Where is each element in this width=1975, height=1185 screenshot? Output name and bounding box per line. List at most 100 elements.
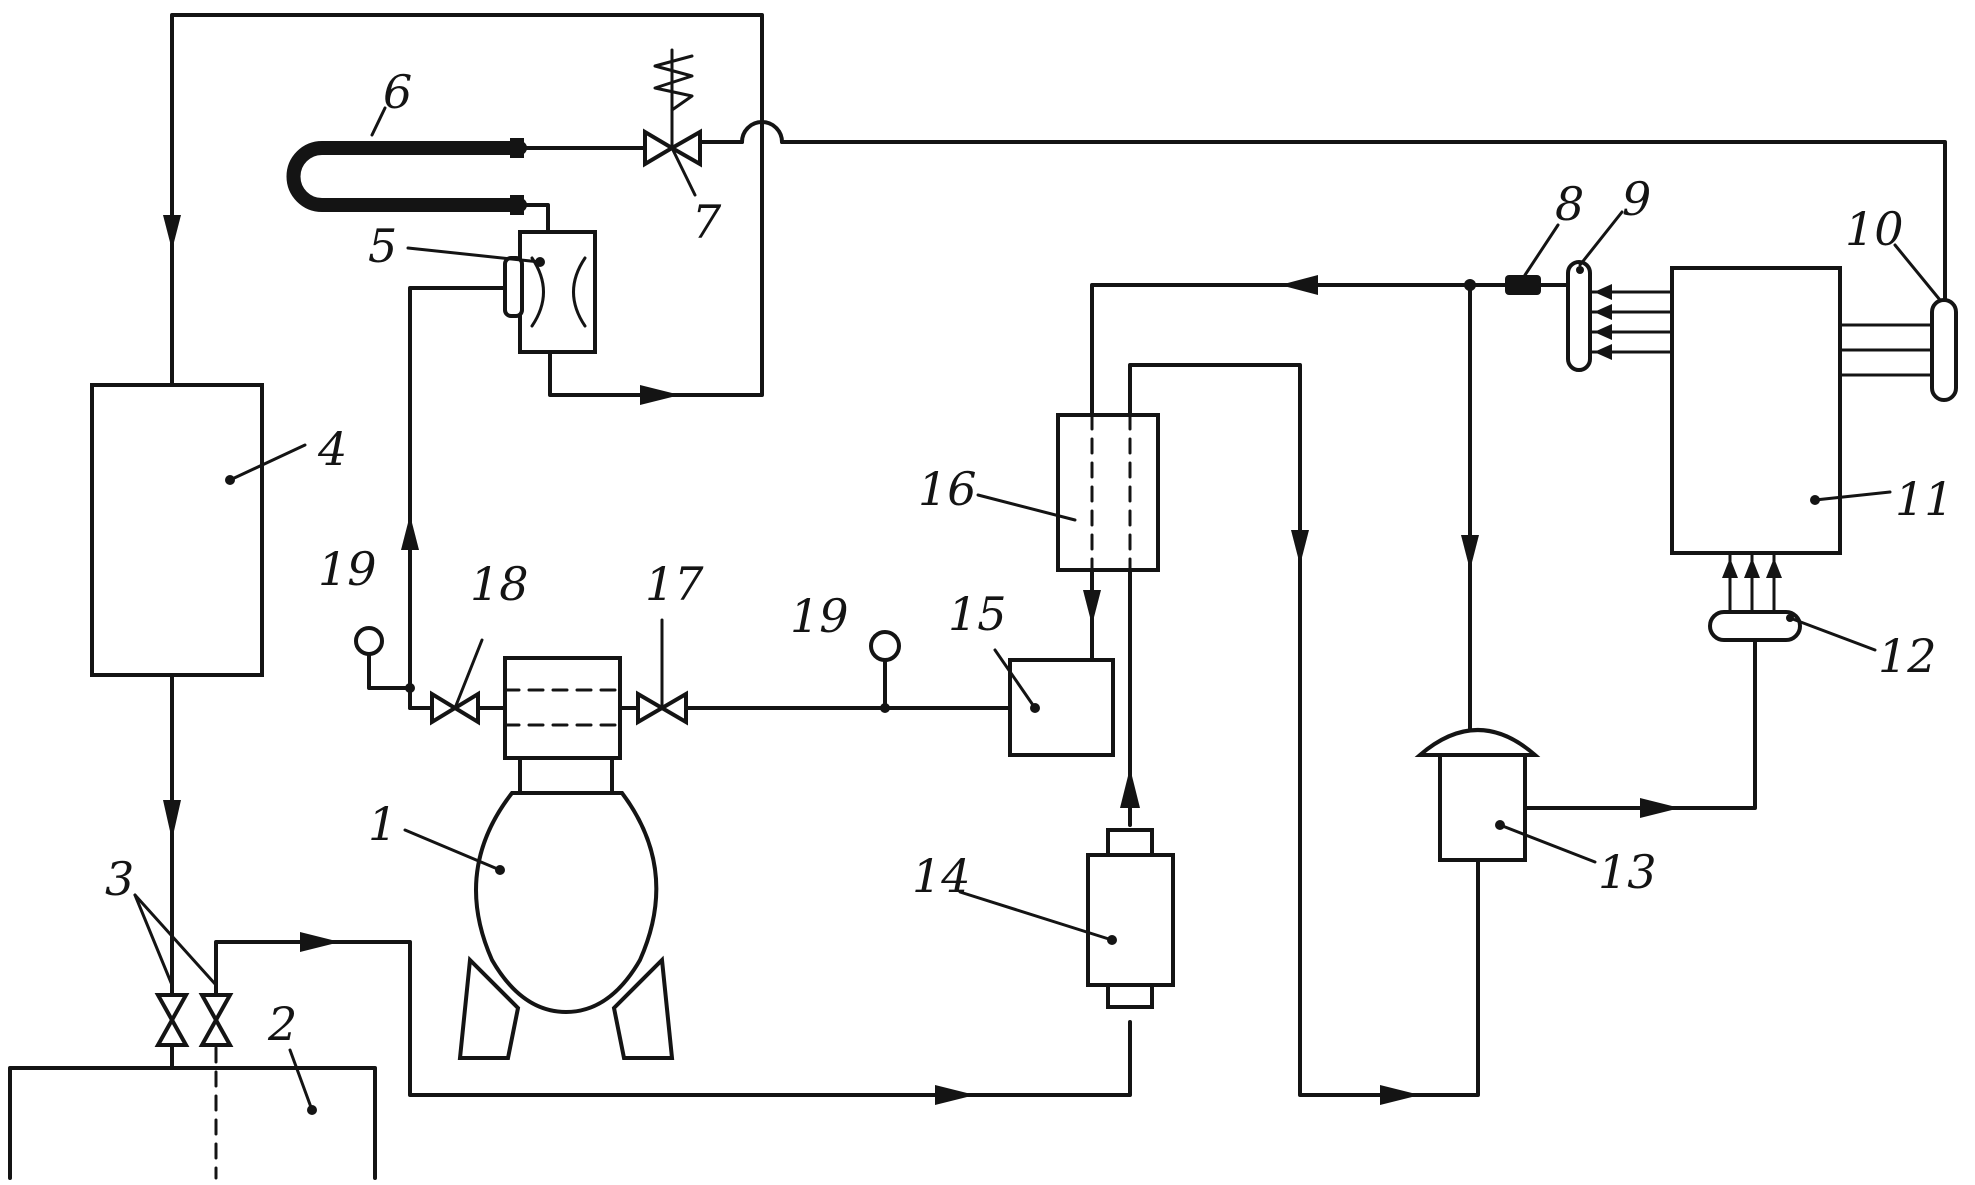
- line-crossover-hop: [740, 120, 784, 144]
- compressor-foot: [611, 955, 675, 1060]
- device-5-flange: [503, 256, 524, 318]
- label-18: 18: [470, 557, 529, 611]
- junction-node: [1464, 279, 1476, 291]
- unit-14-cap: [1106, 828, 1154, 857]
- label-3-leader: [133, 893, 218, 987]
- arrow-left-icon: [1280, 275, 1318, 295]
- arrow-right-icon: [1380, 1085, 1420, 1105]
- arrow-left-icon: [1594, 284, 1612, 300]
- arrow-left-icon: [1594, 344, 1612, 360]
- label-14: 14: [912, 849, 971, 903]
- arrow-up-icon: [1744, 558, 1760, 578]
- arrow-down-icon: [1291, 530, 1309, 565]
- unit-15: [1008, 658, 1115, 757]
- label-16: 16: [918, 462, 977, 516]
- separator-13: [1414, 728, 1541, 862]
- label-7-leader: [670, 146, 697, 197]
- label-15: 15: [948, 587, 1007, 641]
- flow-arrows: [163, 215, 1680, 1105]
- 16-to-13-loop-line: [1128, 363, 1480, 1097]
- label-11-leader: [1813, 490, 1892, 502]
- arrow-right-icon: [300, 932, 340, 952]
- label-11: 11: [1895, 472, 1954, 526]
- coil-6-tube: [286, 141, 527, 212]
- arrow-down-icon: [1461, 535, 1479, 570]
- separator-13-body: [1438, 753, 1527, 862]
- label-1-leader: [403, 828, 502, 872]
- compressor-discharge-line: [408, 286, 507, 710]
- exchanger-16-shell: [1056, 413, 1160, 572]
- 6-to-5-line: [518, 203, 550, 234]
- valve-icon: [643, 128, 676, 168]
- coil-6-end: [510, 138, 524, 158]
- header-9-to-11-lines: [1588, 284, 1672, 360]
- tank-4: [90, 383, 264, 677]
- label-13-leader: [1498, 823, 1597, 864]
- valve-icon: [667, 128, 702, 168]
- compressor-body: [474, 791, 659, 1015]
- label-4: 4: [317, 422, 347, 476]
- arrow-up-icon: [1766, 558, 1782, 578]
- valve-icon: [658, 690, 688, 726]
- label-9: 9: [1622, 172, 1651, 226]
- valve-7: [643, 48, 702, 168]
- label-6: 6: [383, 65, 412, 119]
- compressor-neck: [518, 756, 614, 795]
- device-5-body: [518, 230, 597, 354]
- header-9-body: [1566, 260, 1592, 372]
- header-9: [1566, 260, 1592, 372]
- label-4-leader: [228, 443, 307, 482]
- label-8-leader: [1523, 223, 1560, 277]
- vessel-2: [8, 1043, 377, 1180]
- header-12: [1708, 551, 1802, 642]
- valve-18-stem: [453, 638, 484, 710]
- label-3-leader: [133, 893, 174, 987]
- label-10: 10: [1845, 202, 1904, 256]
- label-2-leader: [288, 1048, 314, 1112]
- main-to-10-line: [780, 140, 1947, 302]
- label-3: 3: [105, 852, 134, 906]
- label-19-right: 19: [790, 589, 849, 643]
- gauge-icon: [354, 626, 384, 656]
- component-8: [1505, 275, 1541, 295]
- unit-14: [1086, 828, 1175, 1009]
- coil-6: [286, 138, 527, 215]
- label-6-leader: [370, 106, 387, 137]
- valve-icon: [198, 993, 234, 1025]
- label-7: 7: [692, 195, 722, 249]
- arrow-up-icon: [1120, 768, 1140, 808]
- arrow-left-icon: [1594, 304, 1612, 320]
- junction-dot: [880, 703, 890, 713]
- label-15-leader: [993, 648, 1037, 710]
- label-2: 2: [267, 997, 297, 1051]
- coil-6-end: [510, 195, 524, 215]
- label-14-leader: [958, 890, 1114, 942]
- compressor-foot: [457, 955, 521, 1060]
- arrow-left-icon: [1594, 324, 1612, 340]
- arrow-down-icon: [1083, 590, 1101, 625]
- arrow-right-icon: [1640, 798, 1680, 818]
- unit-14-cap: [1106, 983, 1154, 1009]
- header-10-body: [1930, 298, 1958, 402]
- label-19-left: 19: [318, 542, 377, 596]
- gauge-19-right: [869, 630, 901, 713]
- compressor-head: [503, 656, 622, 760]
- valve-18: [430, 638, 484, 726]
- arrow-right-icon: [935, 1085, 975, 1105]
- valve-icon: [154, 1015, 190, 1047]
- gauge-icon: [869, 630, 901, 662]
- valve-icon: [198, 1015, 234, 1047]
- unit-14-body: [1086, 853, 1175, 987]
- valve-icon: [430, 690, 459, 726]
- compressor-1: [457, 656, 675, 1060]
- valves-3: [133, 893, 234, 1047]
- label-9-leader: [1578, 210, 1624, 267]
- gauge19-left-line: [367, 653, 412, 690]
- piping: [170, 13, 1947, 1097]
- label-12-leader: [1788, 616, 1877, 652]
- header-9-marker: [1576, 266, 1584, 274]
- device-5: [503, 230, 597, 354]
- 13-to-12-line: [1523, 638, 1757, 810]
- gauge-19-left: [354, 626, 415, 693]
- header-10: [1838, 298, 1958, 402]
